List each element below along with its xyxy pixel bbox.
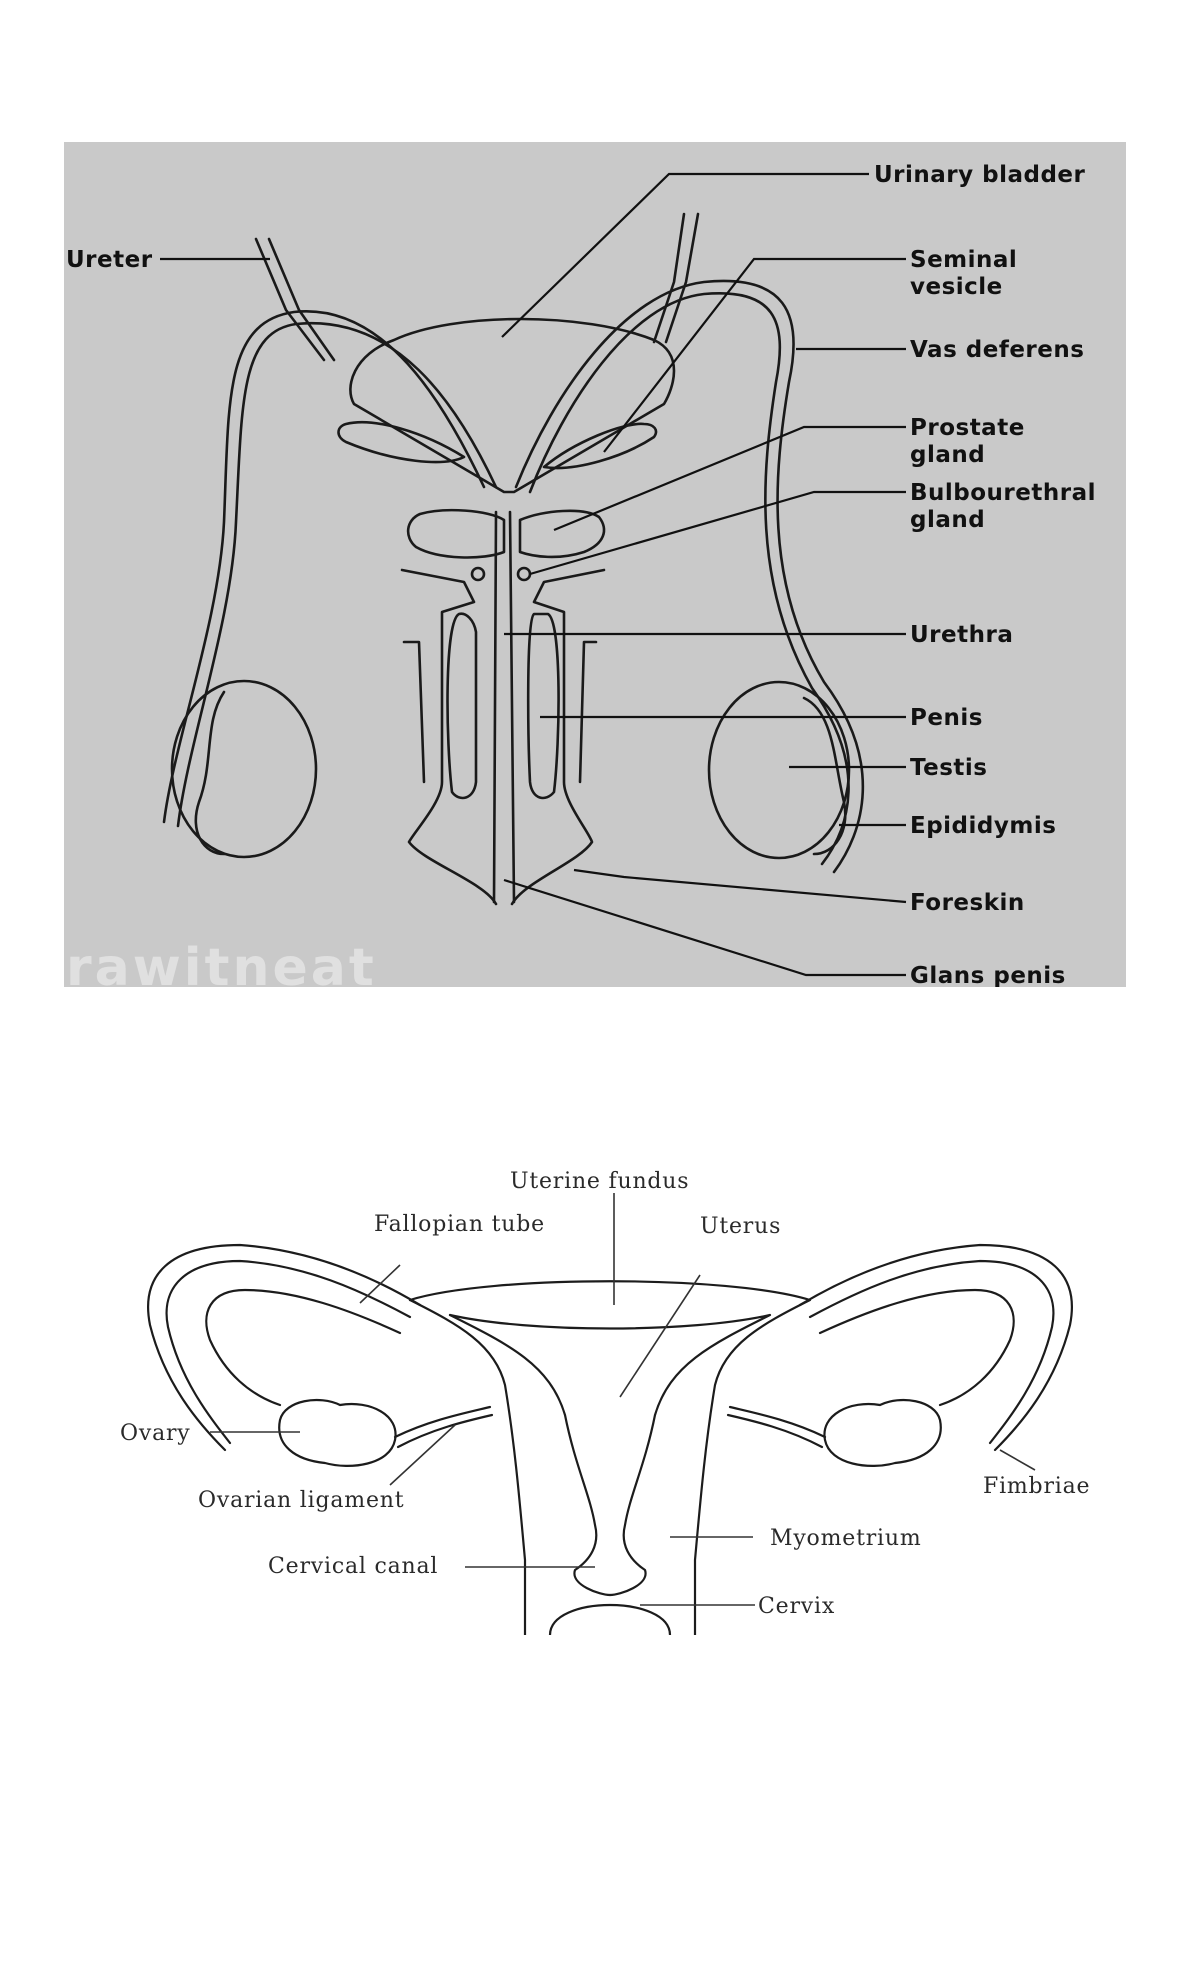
right-bulbourethral-gland-shape [516,566,532,582]
left-vas-deferens-shape [162,310,486,824]
left-fallopian-tube-2 [165,1259,412,1445]
watermark: rawitneat [66,938,377,987]
right-fallopian-tube [798,1243,1073,1452]
right-fallopian-tube-2 [808,1259,1055,1445]
label-penis: Penis [910,705,983,731]
leader-glans-penis [503,878,906,977]
uterus-outline [408,1280,812,1635]
urethra-shape-2 [508,510,516,904]
label-bulbourethral-line2: gland [910,507,985,533]
label-seminal-vesicle-line1: Seminal [910,247,1017,273]
corpus-left [446,612,478,800]
female-diagram-svg: Uterine fundus Fallopian tube Uterus Ova… [120,1169,1090,1635]
label-uterus: Uterus [700,1214,781,1239]
cervix-shape [548,1603,672,1635]
right-epididymis-shape [802,696,847,856]
urinary-bladder-shape [349,317,676,494]
label-ureter: Ureter [66,247,153,273]
right-fallopian-tube-inner [818,1288,1015,1407]
leader-fimbriae [999,1449,1036,1471]
right-ureter-shape-2 [664,212,700,344]
female-reproductive-diagram: Uterine fundus Fallopian tube Uterus Ova… [110,1165,1110,1635]
right-ovarian-ligament [728,1405,827,1439]
corpus-right [526,612,560,800]
label-ovarian-ligament: Ovarian ligament [198,1488,404,1513]
leader-uterus [619,1274,701,1398]
label-glans-penis: Glans penis [910,963,1066,987]
left-ovary [278,1398,397,1467]
left-epididymis-shape [194,690,226,856]
label-fallopian-tube: Fallopian tube [374,1212,545,1237]
leader-urinary-bladder [501,172,869,338]
label-ovary: Ovary [120,1421,191,1446]
penis-outline-left [400,568,498,906]
prostate-gland-shape [406,508,506,559]
label-testis: Testis [910,755,988,781]
urethra-shape [492,510,498,904]
label-fimbriae: Fimbriae [983,1474,1090,1499]
uterus-outline-left [408,1298,527,1635]
uterine-cavity-left [448,1313,612,1597]
male-reproductive-diagram: Urinary bladder Ureter Seminal vesicle V… [64,142,1126,987]
leader-foreskin [573,868,907,904]
left-fallopian-tube [147,1243,422,1452]
left-ovarian-ligament [393,1405,492,1439]
leader-bulbourethral [529,490,906,576]
leader-fallopian-tube [359,1264,401,1304]
label-uterine-fundus: Uterine fundus [510,1169,689,1194]
female-leader-lines [210,1193,1036,1606]
right-seminal-vesicle-shape [542,422,658,470]
left-ureter-shape [254,237,326,362]
label-urethra: Urethra [910,622,1013,648]
left-ureter-shape-2 [267,237,336,362]
leader-seminal-vesicle [603,257,906,453]
label-cervical-canal: Cervical canal [268,1554,438,1579]
label-vas-deferens: Vas deferens [910,337,1084,363]
left-vas-deferens-shape-2 [176,321,498,828]
male-leader-lines [160,172,907,977]
penis-side-right [578,640,598,784]
right-vas-deferens-shape [514,279,865,874]
label-foreskin: Foreskin [910,890,1025,916]
label-cervix: Cervix [758,1594,835,1619]
right-ovary [823,1398,942,1467]
leader-ovarian-ligament [389,1424,456,1486]
left-bulbourethral-gland-shape [470,566,486,582]
leader-prostate [553,425,906,532]
label-bulbourethral-line1: Bulbourethral [910,480,1096,506]
label-prostate-line1: Prostate [910,415,1025,441]
penis-outline-right [510,568,606,906]
right-testis-shape [707,680,851,860]
uterine-cavity [448,1313,772,1597]
right-ureter-shape [652,212,686,344]
left-fallopian-tube-inner [205,1288,402,1407]
male-diagram-svg: Urinary bladder Ureter Seminal vesicle V… [66,162,1096,987]
left-ovarian-ligament-2 [396,1413,494,1449]
label-seminal-vesicle-line2: vesicle [910,274,1003,300]
right-vas-deferens-shape-2 [528,291,850,866]
right-ovarian-ligament-2 [726,1413,824,1449]
label-urinary-bladder: Urinary bladder [874,162,1086,188]
label-epididymis: Epididymis [910,813,1056,839]
label-prostate-line2: gland [910,442,985,468]
left-seminal-vesicle-shape [337,420,466,464]
label-myometrium: Myometrium [770,1526,922,1551]
prostate-gland-shape-right [518,509,606,559]
left-testis-shape [170,679,318,859]
penis-side-left [402,640,426,784]
